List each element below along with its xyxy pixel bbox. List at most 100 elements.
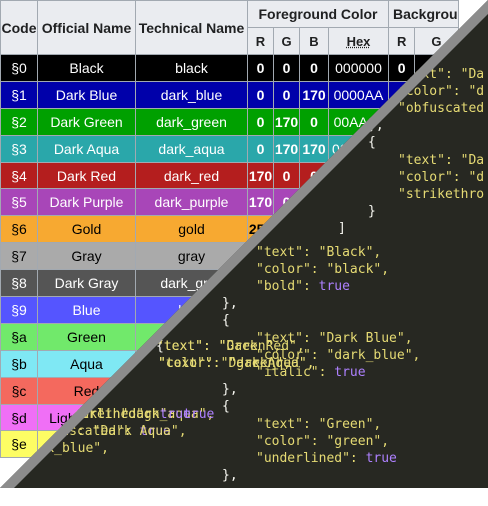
cell-official-name: Dark Purple — [37, 188, 136, 217]
cell-code: §b — [0, 349, 38, 378]
cell-b: 170 — [299, 80, 329, 109]
cell-official-name: Dark Gray — [37, 269, 136, 298]
cell-code: §a — [0, 322, 38, 351]
header-technical-name[interactable]: Technical Name — [135, 0, 248, 55]
header-background-color: Backgrou — [388, 0, 459, 28]
header-code[interactable]: Code — [0, 0, 38, 55]
cell-r: 170 — [247, 188, 274, 217]
code-token: "strikethro — [398, 187, 485, 202]
cell-code: §3 — [0, 134, 38, 163]
cell-g: 170 — [273, 134, 300, 163]
code-token: ] — [338, 221, 346, 236]
cell-official-name: Blue — [37, 296, 136, 324]
code-token: "color": "green", — [158, 356, 292, 371]
cell-code: §0 — [0, 54, 38, 82]
code-token: } — [368, 204, 376, 219]
code-token: }, — [222, 468, 238, 483]
code-line: { — [368, 134, 376, 151]
code-line: "strikethro — [398, 186, 484, 203]
header-official-name[interactable]: Official Name — [37, 0, 136, 55]
cell-g: 0 — [273, 161, 300, 190]
cell-code: §9 — [0, 296, 38, 324]
table-row: §0Blackblack00000000000 — [0, 54, 459, 82]
header-hex[interactable]: Hex — [328, 27, 389, 55]
code-token: { — [222, 399, 230, 414]
cell-code: §1 — [0, 80, 38, 109]
code-token: "text": "Green", — [256, 417, 382, 432]
cell-g: 0 — [273, 54, 300, 82]
code-line: "text": "Da — [398, 152, 484, 169]
cell-technical-name: dark_green — [135, 107, 248, 136]
code-line: "bold": true — [256, 278, 350, 295]
code-line: }, — [222, 381, 238, 398]
cell-code: §d — [0, 403, 38, 432]
cell-code: §4 — [0, 161, 38, 190]
code-keyword: true — [318, 279, 350, 294]
code-line: "color": "green", — [158, 355, 291, 372]
cell-official-name: Dark Red — [37, 161, 136, 190]
header-b[interactable]: B — [299, 27, 329, 55]
code-line: ] — [338, 220, 346, 237]
cell-b: 0 — [299, 107, 329, 136]
cell-r: 170 — [247, 161, 274, 190]
code-token: "color": "black", — [256, 262, 390, 277]
code-line: true — [20, 489, 51, 506]
cell-code: §c — [0, 376, 38, 405]
code-line: "text": "Black", — [256, 244, 381, 261]
cell-g: 0 — [273, 80, 300, 109]
cell-official-name: Black — [37, 54, 136, 82]
code-keyword: true — [159, 407, 191, 422]
code-token: "color": "d — [398, 84, 485, 99]
code-token: }, — [368, 118, 384, 133]
cell-g: 170 — [273, 107, 300, 136]
cell-hex: 000000 — [328, 54, 389, 82]
cell-b: 0 — [299, 54, 329, 82]
code-token: "text": "Green", — [156, 339, 282, 354]
cell-code: §7 — [0, 242, 38, 271]
code-keyword: true — [20, 490, 52, 505]
code-line: }, — [222, 295, 238, 312]
code-line: "color": "d — [398, 83, 484, 100]
cell-technical-name: dark_blue — [135, 80, 248, 109]
code-line: "underlined": true — [256, 450, 397, 467]
code-keyword: true — [365, 451, 397, 466]
cell-code: §8 — [0, 269, 38, 298]
cell-technical-name: dark_aqua — [135, 134, 248, 163]
code-line: { — [222, 398, 230, 415]
header-hex-label: Hex — [346, 33, 371, 49]
code-line: "color": "d — [398, 169, 484, 186]
cell-technical-name: dark_red — [135, 161, 248, 190]
code-line: "obfuscated — [398, 100, 484, 117]
code-line: } — [368, 203, 376, 220]
code-line: { — [222, 312, 230, 329]
code-token: { — [368, 135, 376, 150]
code-token: "obfuscated — [398, 101, 485, 116]
code-token: "text": "Black", — [256, 245, 382, 260]
cell-technical-name: dark_purple — [135, 188, 248, 217]
header-g[interactable]: G — [273, 27, 300, 55]
cell-official-name: Dark Aqua — [37, 134, 136, 163]
code-token: }, — [222, 296, 238, 311]
header-r[interactable]: R — [247, 27, 274, 55]
cell-code: §6 — [0, 215, 38, 244]
code-line: { — [20, 489, 28, 506]
cell-official-name: Green — [37, 322, 136, 351]
code-token: "color": "d — [398, 170, 485, 185]
code-keyword: true — [334, 365, 366, 380]
cell-official-name: Gold — [37, 215, 136, 244]
code-line: "color": "green", — [256, 433, 389, 450]
cell-b: 170 — [299, 134, 329, 163]
code-token: { — [222, 313, 230, 328]
cell-code: §2 — [0, 107, 38, 136]
code-token: "underlined": — [256, 451, 366, 466]
code-line: }, — [222, 467, 238, 484]
cell-r: 0 — [247, 107, 274, 136]
code-token: "text": "Da — [398, 153, 485, 168]
cell-r: 0 — [247, 134, 274, 163]
code-token: { — [20, 490, 28, 505]
cell-hex: 0000AA — [328, 80, 389, 109]
code-line: "text": "Green", — [256, 416, 381, 433]
cell-r: 0 — [247, 54, 274, 82]
code-line: "color": "black", — [256, 261, 389, 278]
header-bg-r[interactable]: R — [387, 27, 416, 55]
